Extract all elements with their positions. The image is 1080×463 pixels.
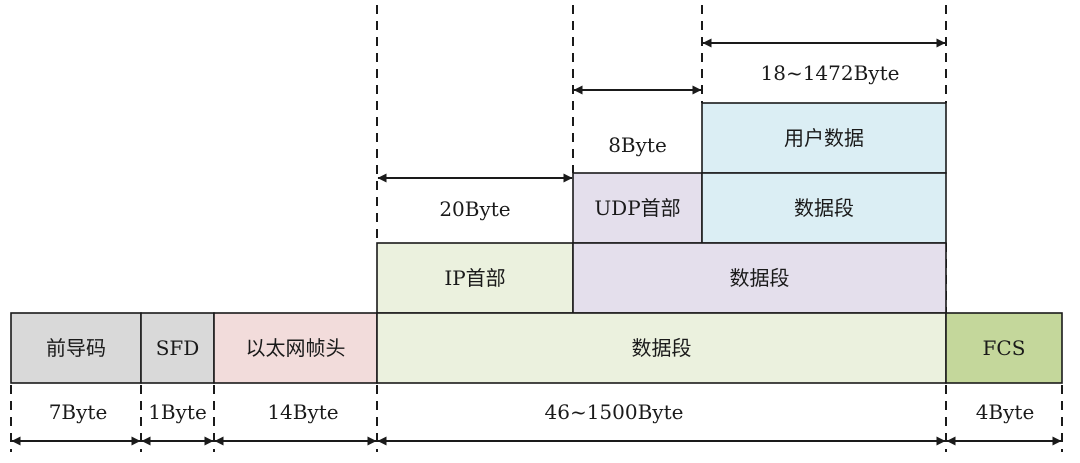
ip-header-size-label: 20Byte (439, 197, 510, 221)
ethernet-header-box (213, 312, 378, 384)
user-data-size-label: 18~1472Byte (761, 61, 900, 85)
udp-data-label: 数据段 (794, 196, 854, 220)
ethernet-header-size-label: 14Byte (267, 400, 338, 424)
sfd-label: SFD (156, 336, 200, 360)
preamble-label: 前导码 (46, 336, 106, 360)
ip-header-label: IP首部 (444, 266, 505, 290)
preamble-size-label: 7Byte (49, 400, 108, 424)
sfd-box (140, 312, 215, 384)
ip-data-label: 数据段 (730, 266, 790, 290)
udp-data-box (701, 172, 947, 244)
ip-header-box (376, 242, 574, 314)
ethernet-data-label: 数据段 (632, 336, 692, 360)
udp-header-box (572, 172, 703, 244)
udp-header-label: UDP首部 (594, 196, 680, 220)
fcs-box (945, 312, 1063, 384)
user-data-label: 用户数据 (784, 126, 864, 150)
udp-header-size-label: 8Byte (608, 133, 667, 157)
fcs-label: FCS (983, 336, 1026, 360)
ethernet-data-size-label: 46~1500Byte (545, 400, 684, 424)
preamble-box (10, 312, 142, 384)
fcs-size-label: 4Byte (976, 400, 1035, 424)
ip-data-box (572, 242, 947, 314)
user-data-box (701, 102, 947, 174)
ethernet-header-label: 以太网帧头 (246, 336, 346, 360)
sfd-size-label: 1Byte (148, 400, 207, 424)
